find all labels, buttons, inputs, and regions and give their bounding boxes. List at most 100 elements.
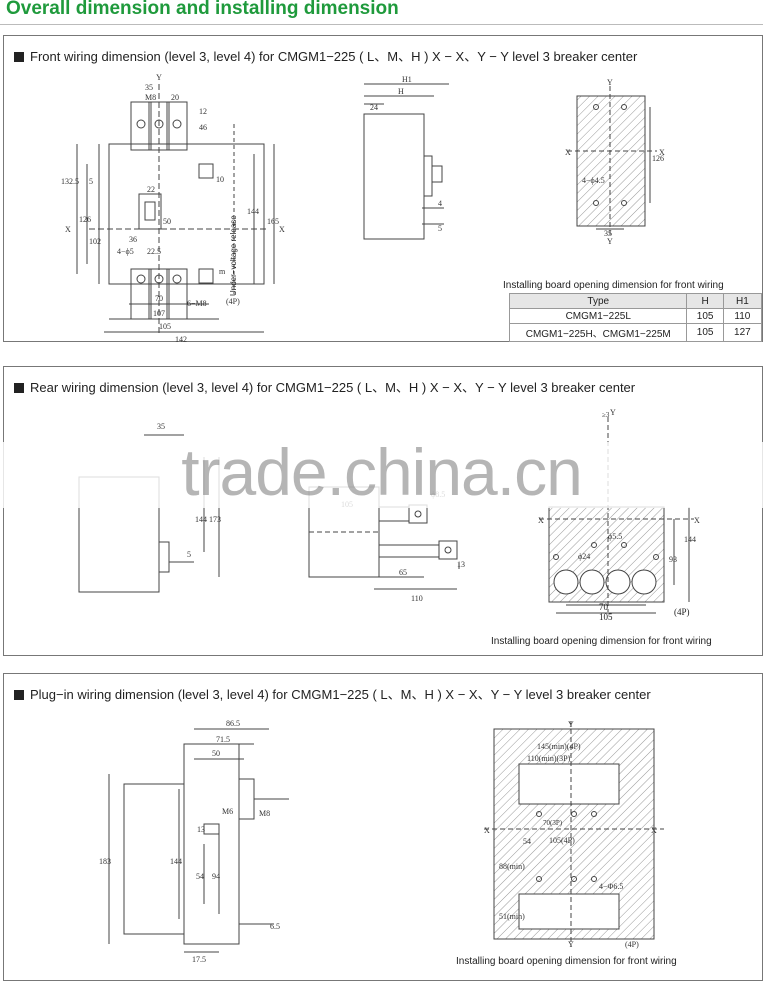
dim-label: M6 — [222, 807, 233, 816]
dim-label: 93 — [669, 555, 677, 564]
dim-label: 126 — [79, 215, 91, 224]
dim-label: 12 — [199, 107, 207, 116]
rear-board-drawing: ≥3 Y X X 93 144 ϕ5.5 ϕ24 — [538, 408, 700, 614]
dim-label: 144 — [170, 857, 182, 866]
dim-label: (4P) — [625, 940, 639, 949]
spec-header-h: H — [686, 293, 724, 309]
dim-label: (4P) — [226, 297, 240, 306]
rear-wiring-panel: Rear wiring dimension (level 3, level 4)… — [3, 366, 763, 656]
dim-label: 144 — [684, 535, 696, 544]
side-view-drawing: H1 H 24 4 5 — [363, 75, 449, 240]
dim-label: 35 — [145, 83, 153, 92]
board-opening-drawing: Y X X 126 4−ϕ4.5 35 Y — [565, 78, 665, 246]
dim-label: ϕ24 — [578, 552, 590, 561]
release-label-wrapper: Under−voltage release — [169, 215, 238, 336]
plugin-side-drawing: 86.5 71.5 50 M6 M8 183 144 54 94 13 6.5 … — [99, 719, 289, 964]
dim-label: 54 — [523, 837, 531, 846]
axis-x-label: X — [659, 148, 665, 157]
board-caption: Installing board opening dimension for f… — [491, 636, 712, 647]
spec-header-h1: H1 — [722, 293, 763, 309]
dim-label: 165 — [267, 217, 279, 226]
dim-label: M8 — [145, 93, 156, 102]
bullet-square-icon — [14, 52, 24, 62]
table-cell: 105 — [686, 323, 724, 342]
dim-label: 17.5 — [192, 955, 206, 964]
dim-label: 5 — [89, 177, 93, 186]
axis-y-label: Y — [156, 73, 162, 82]
dim-label: 110(min)(3P) — [527, 754, 571, 763]
axis-x-label: X — [65, 225, 71, 234]
dim-label: ϕ8.5 — [431, 490, 445, 499]
spec-table: Type H H1 CMGM1−225L 105 110 CMGM1−225H、… — [508, 293, 763, 342]
dim-label: ≥3 — [602, 411, 610, 419]
dim-label: 70 — [599, 602, 608, 612]
dim-label: 5 — [438, 224, 442, 233]
dim-label: 50 — [212, 749, 220, 758]
page-title: Overall dimension and installing dimensi… — [6, 0, 399, 19]
dim-label: 6.5 — [270, 922, 280, 931]
dim-label: 20 — [171, 93, 179, 102]
dim-label: H1 — [402, 75, 412, 84]
dim-label: 132.5 — [61, 177, 79, 186]
dim-label: 4−Φ6.5 — [599, 882, 623, 891]
axis-x-label: X — [279, 225, 285, 234]
dim-label: 65 — [399, 568, 407, 577]
bullet-square-icon — [14, 383, 24, 393]
dim-label: 24 — [370, 103, 378, 112]
dim-label: 145(min)(4P) — [537, 742, 581, 751]
dim-label: ϕ5.5 — [608, 532, 622, 541]
dim-label: 22 — [147, 185, 155, 194]
front-wiring-panel: Front wiring dimension (level 3, level 4… — [3, 35, 763, 344]
axis-x-label: X — [694, 516, 700, 525]
section-heading-text: Front wiring dimension (level 3, level 4… — [30, 49, 638, 64]
dim-label: 86.5 — [226, 719, 240, 728]
table-cell: 127 — [722, 323, 763, 342]
dim-label: 142 — [175, 335, 187, 344]
axis-y-label: Y — [607, 78, 613, 87]
dim-label: H — [398, 87, 404, 96]
dim-label: 70 — [155, 294, 163, 303]
axis-y-label: Y — [607, 237, 613, 246]
section-heading-text: Rear wiring dimension (level 3, level 4)… — [30, 380, 636, 395]
dim-label: 183 — [99, 857, 111, 866]
dim-label: 10 — [216, 175, 224, 184]
table-cell: CMGM1−225H、CMGM1−225M — [508, 323, 688, 342]
table-cell: CMGM1−225L — [508, 308, 688, 324]
dim-label: 173 — [209, 515, 221, 524]
dim-label: 102 — [89, 237, 101, 246]
release-label: Under−voltage release — [229, 215, 238, 296]
dim-label: 107 — [153, 309, 165, 318]
dim-label: 4 — [438, 199, 442, 208]
dim-label: 13 — [457, 560, 465, 569]
dim-label: 71.5 — [216, 735, 230, 744]
dim-label: 4−ϕ5 — [117, 247, 134, 256]
dim-label: 88(min) — [499, 862, 525, 871]
axis-x-label: X — [484, 826, 490, 835]
section-heading: Plug−in wiring dimension (level 3, level… — [14, 684, 651, 703]
section-heading: Front wiring dimension (level 3, level 4… — [14, 46, 637, 65]
dim-label: 4−ϕ4.5 — [582, 176, 605, 185]
dim-label: 144 — [195, 515, 207, 524]
axis-x-label: X — [538, 516, 544, 525]
axis-x-label: X — [651, 826, 657, 835]
table-cell: 110 — [722, 308, 763, 324]
dim-label: 35 — [157, 422, 165, 431]
dim-label: 105 — [159, 322, 171, 331]
table-cell: 105 — [686, 308, 724, 324]
axis-x-label: X — [565, 148, 571, 157]
dim-label: 46 — [199, 123, 207, 132]
dim-label: m — [219, 267, 226, 276]
table-row: CMGM1−225L 105 110 — [508, 308, 763, 324]
board-caption: Installing board opening dimension for f… — [503, 280, 724, 291]
section-heading: Rear wiring dimension (level 3, level 4)… — [14, 377, 635, 396]
dim-label: 70(3P) — [543, 819, 563, 827]
spec-header-type: Type — [508, 293, 688, 309]
board-caption: Installing board opening dimension for f… — [456, 956, 677, 967]
table-row: CMGM1−225H、CMGM1−225M 105 127 — [508, 323, 763, 342]
bullet-square-icon — [14, 690, 24, 700]
dim-label: 54 — [196, 872, 204, 881]
dim-label: 105 — [599, 612, 613, 622]
dim-label: 110 — [411, 594, 423, 603]
dim-label: 105(4P) — [549, 836, 575, 845]
dim-label: 126 — [652, 154, 664, 163]
